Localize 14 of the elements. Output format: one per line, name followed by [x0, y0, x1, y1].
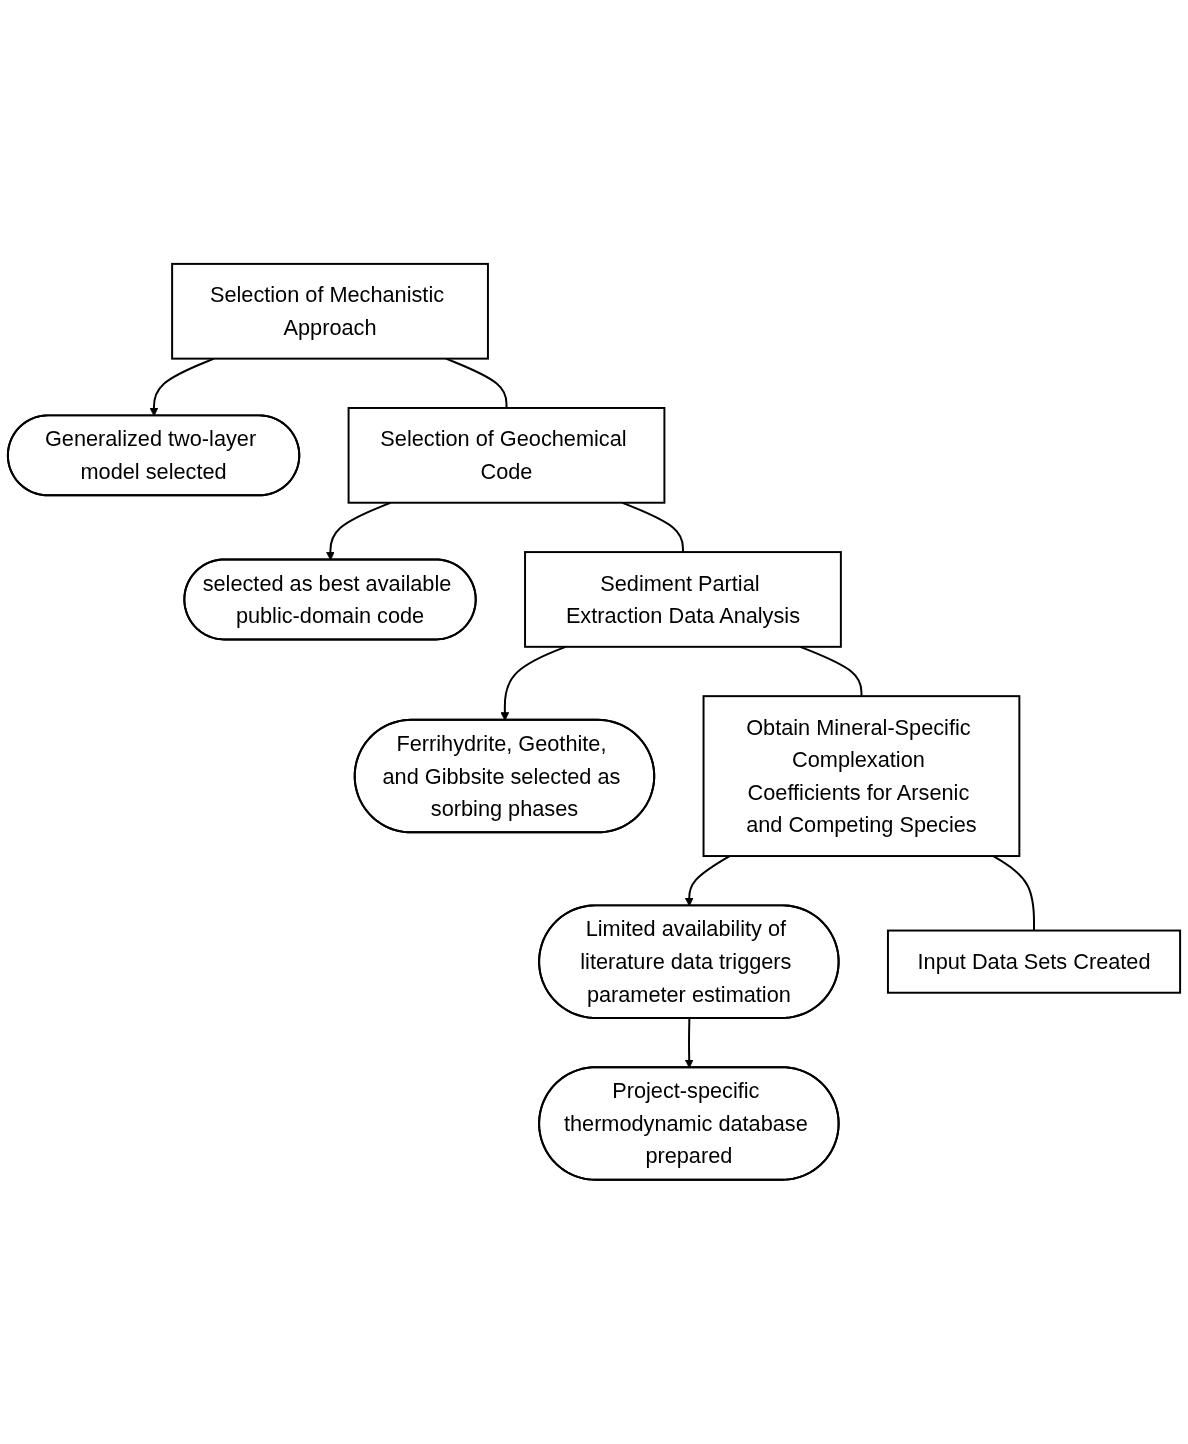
arrow	[149, 357, 215, 417]
node-box: Selection of Geochemical Code	[347, 407, 666, 504]
node-box: Selection of Mechanistic Approach	[171, 263, 489, 360]
node-box: Input Data Sets Created	[886, 929, 1182, 994]
arrow	[684, 1017, 694, 1069]
arrow	[500, 646, 567, 721]
node-box: Obtain Mineral-Specific Complexation Coefficients for Arsenic and Competing Species	[702, 695, 1021, 858]
connector	[621, 501, 684, 554]
connector	[992, 855, 1035, 932]
node-box: Sediment Partial Extraction Data Analysis	[524, 551, 842, 648]
arrow	[326, 501, 392, 561]
arrow	[684, 855, 731, 907]
connector	[445, 357, 508, 410]
connector	[799, 646, 863, 698]
